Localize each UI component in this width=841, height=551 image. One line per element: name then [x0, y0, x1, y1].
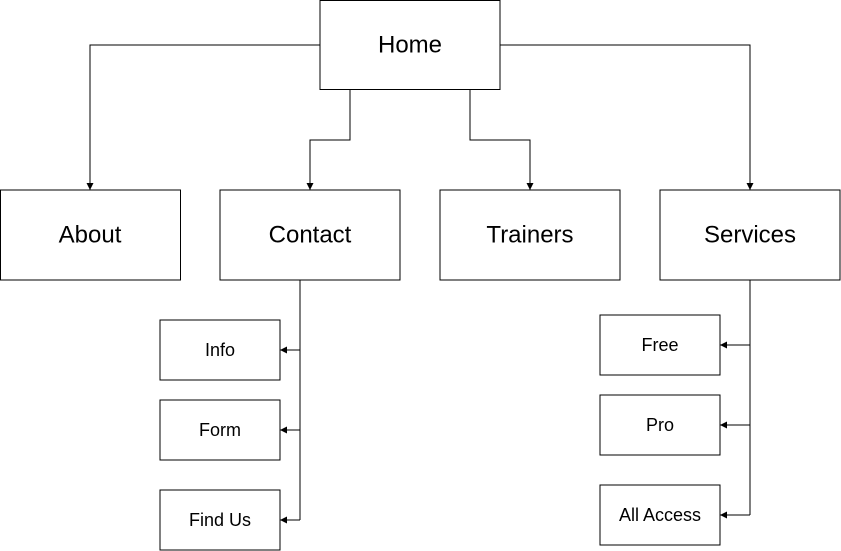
node-find-us-label: Find Us [189, 510, 251, 530]
node-all-access-label: All Access [619, 505, 701, 525]
node-info-label: Info [205, 340, 235, 360]
node-about-label: About [59, 222, 122, 249]
node-find-us: Find Us [159, 489, 281, 551]
node-services: Services [659, 189, 841, 281]
node-info: Info [159, 319, 281, 381]
edge-home-about [86, 44, 320, 190]
node-all-access: All Access [599, 484, 721, 546]
node-free-label: Free [641, 335, 678, 355]
node-contact: Contact [219, 189, 401, 281]
node-form-label: Form [199, 420, 241, 440]
node-pro: Pro [599, 394, 721, 456]
node-trainers-label: Trainers [486, 222, 573, 249]
node-pro-label: Pro [646, 415, 674, 435]
edge-home-trainers [469, 90, 534, 190]
node-services-label: Services [704, 222, 796, 249]
edge-home-services [500, 44, 754, 190]
edge-home-contact [306, 90, 351, 190]
node-free: Free [599, 314, 721, 376]
node-contact-label: Contact [269, 222, 352, 249]
node-trainers: Trainers [439, 189, 621, 281]
node-about: About [0, 189, 181, 281]
node-form: Form [159, 399, 281, 461]
node-home-label: Home [378, 32, 442, 59]
node-home: Home [319, 0, 501, 90]
edges [86, 44, 754, 524]
